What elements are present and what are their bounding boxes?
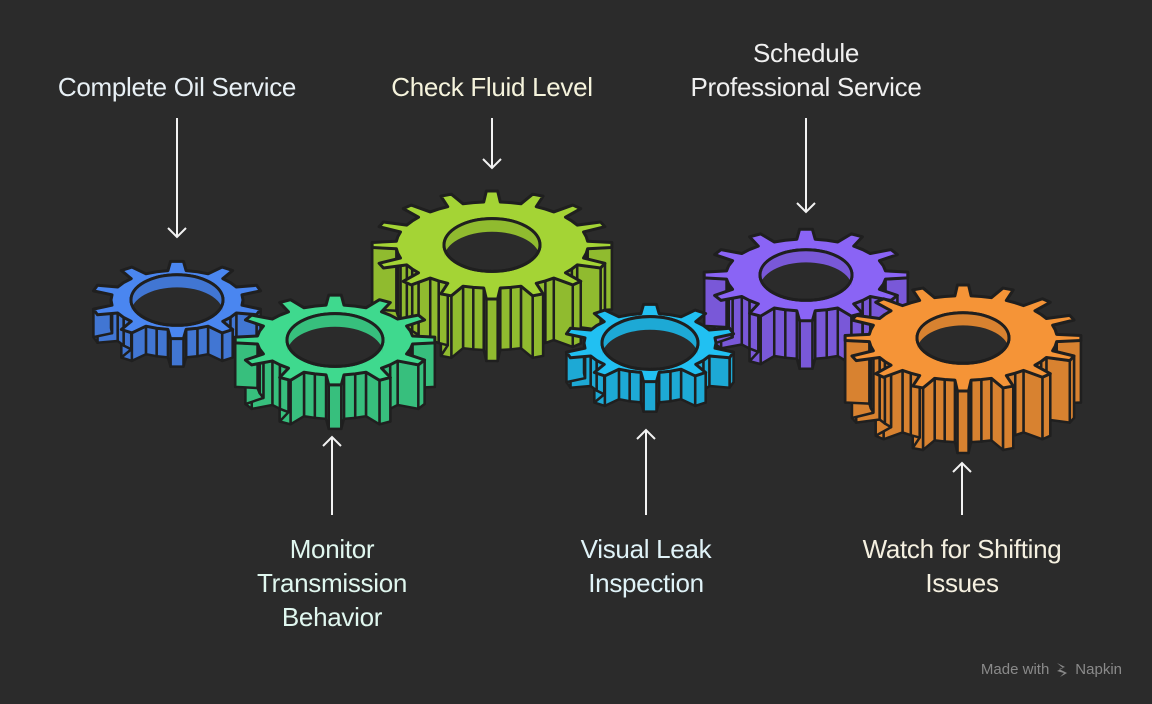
arrow-fluid xyxy=(482,118,502,170)
arrow-leak xyxy=(636,428,656,515)
label-oil: Complete Oil Service xyxy=(57,70,297,104)
label-line: Check Fluid Level xyxy=(391,72,593,102)
gear-shift xyxy=(843,283,1083,455)
label-line: Schedule xyxy=(752,38,860,68)
gear-oil xyxy=(91,259,263,368)
napkin-logo-icon xyxy=(1055,662,1069,678)
label-fluid: Check Fluid Level xyxy=(391,70,593,104)
label-line: Professional Service xyxy=(690,72,922,102)
label-line: Transmission xyxy=(256,568,408,598)
arrow-monitor xyxy=(322,435,342,515)
arrow-oil xyxy=(167,118,187,239)
label-line: Issues xyxy=(925,568,999,598)
label-line: Watch for Shifting xyxy=(862,534,1062,564)
label-line: Visual Leak xyxy=(580,534,712,564)
arrow-shift xyxy=(952,461,972,515)
label-line: Complete Oil Service xyxy=(57,72,297,102)
made-with-text: Made with xyxy=(980,661,1050,678)
arrow-pro xyxy=(796,118,816,214)
napkin-watermark: Made with Napkin xyxy=(981,661,1122,678)
gear-leak xyxy=(564,302,736,413)
label-line: Inspection xyxy=(588,568,704,598)
napkin-brand: Napkin xyxy=(1075,661,1122,678)
gear-monitor xyxy=(233,293,437,431)
gear-fluid xyxy=(370,189,614,363)
label-line: Behavior xyxy=(281,602,383,632)
label-line: Monitor xyxy=(289,534,375,564)
